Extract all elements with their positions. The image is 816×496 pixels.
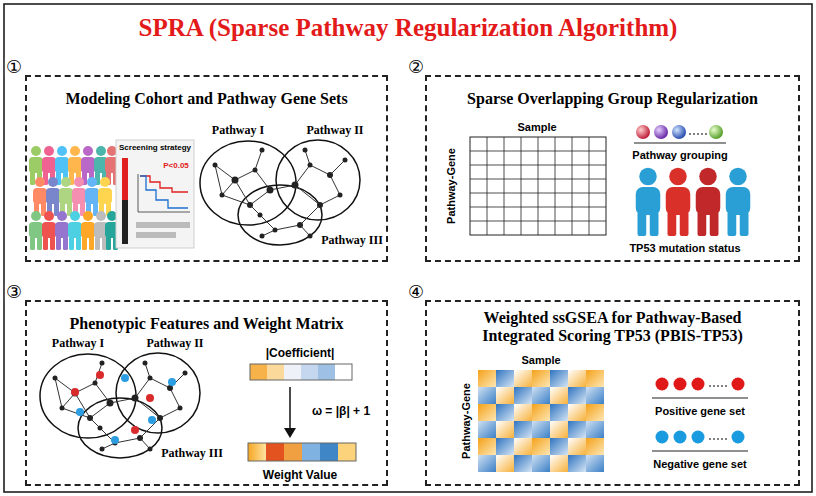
panel-heading: Sparse Overlapping Group Regularization [467, 90, 758, 108]
panel-heading: Phenotypic Features and Weight Matrix [69, 315, 343, 333]
axis-label: Pathway-Gene [461, 383, 472, 459]
text-label: Weight Value [263, 469, 337, 481]
text-label: Pathway I [212, 124, 264, 136]
callout-number: ① [5, 58, 23, 76]
text-label: ω = |β| + 1 [312, 405, 370, 417]
text-label: Pathway grouping [632, 150, 727, 161]
text-label: Positive gene set [655, 406, 745, 417]
text-label: Pathway II [146, 337, 203, 349]
axis-label: Pathway-Gene [446, 148, 457, 224]
dashed-panel: Sparse Overlapping Group Regularization [425, 75, 800, 262]
panel-heading: Modeling Cohort and Pathway Gene Sets [65, 90, 347, 108]
text-label: Sample [517, 122, 556, 133]
text-label: Pathway I [52, 337, 104, 349]
text-label: TP53 mutation status [629, 243, 740, 254]
text-label: |Coefficient| [266, 347, 335, 359]
callout-number: ④ [407, 283, 425, 301]
diagram-title: SPRA (Sparse Pathway Regularization Algo… [0, 14, 816, 42]
text-label: Pathway III [161, 447, 223, 459]
text-label: Pathway III [321, 234, 383, 246]
text-label: Pathway II [306, 124, 363, 136]
text-label: P<0.05 [163, 162, 189, 170]
panel-heading: Weighted ssGSEA for Pathway-Based Integr… [458, 309, 768, 346]
text-label: Screening strategy [119, 144, 191, 152]
callout-number: ② [407, 58, 425, 76]
callout-number: ③ [5, 283, 23, 301]
text-label: Negative gene set [653, 459, 747, 470]
text-label: Sample [521, 355, 560, 366]
